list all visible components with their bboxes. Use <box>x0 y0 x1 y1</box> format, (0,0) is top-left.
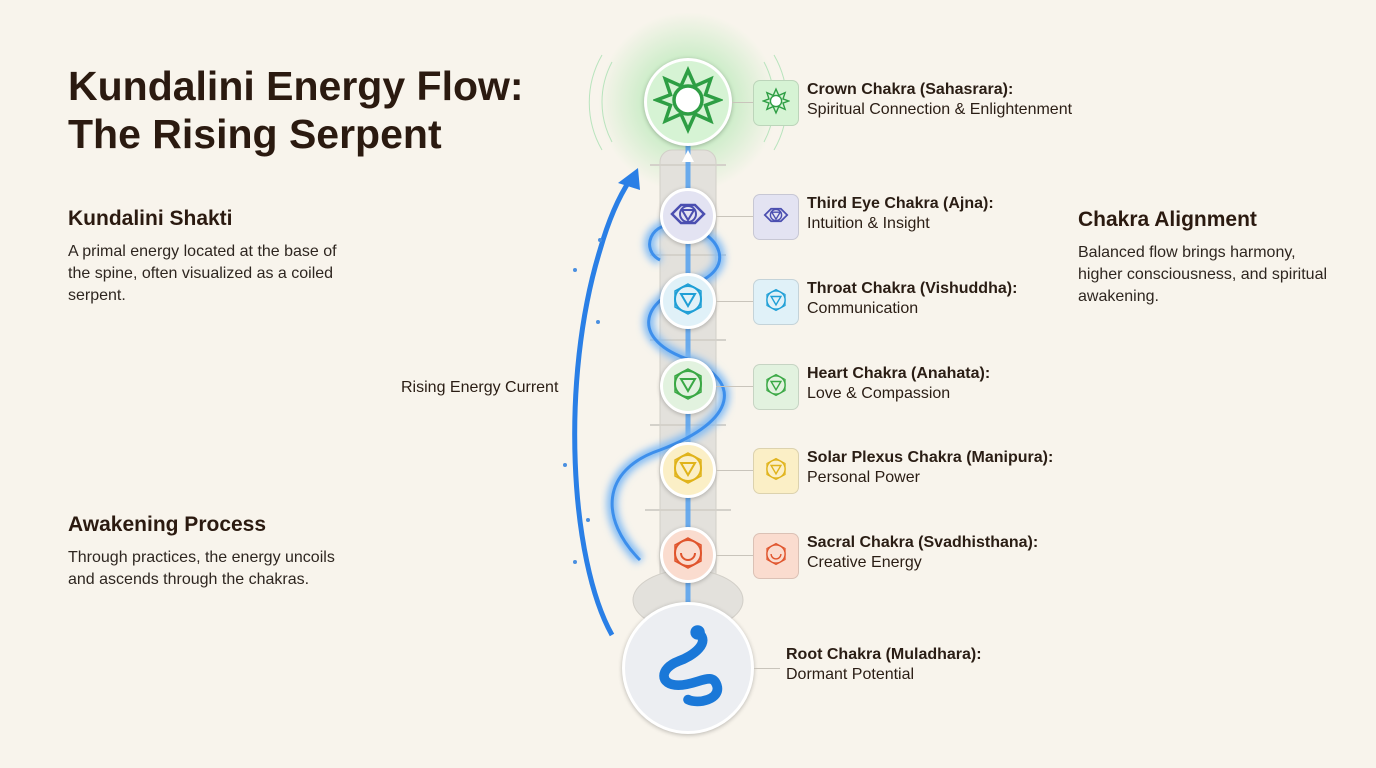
chakra-name: Heart Chakra (Anahata): <box>807 365 991 382</box>
chakra-label: Sacral Chakra (Svadhisthana): Creative En… <box>807 533 1038 573</box>
heart-chakra-icon <box>762 371 790 404</box>
sacral-icon <box>762 540 790 573</box>
page-title: Kundalini Energy Flow:The Rising Serpent <box>68 62 524 158</box>
connector-line <box>716 301 753 302</box>
chakra-label: Crown Chakra (Sahasrara): Spiritual Conne… <box>807 80 1072 120</box>
throat-icon <box>762 286 790 319</box>
chakra-description: Spiritual Connection & Enlightenment <box>807 101 1073 118</box>
chakra-name: Root Chakra (Muladhara): <box>786 646 982 663</box>
chakra-badge <box>753 364 799 410</box>
section-body: Balanced flow brings harmony, higher con… <box>1078 244 1328 305</box>
lotus-icon <box>761 86 791 120</box>
heart-chakra-icon <box>668 364 708 409</box>
rising-current-arrow <box>572 178 633 637</box>
third-eye-icon <box>762 201 790 234</box>
chakra-badge <box>753 448 799 494</box>
chakra-label: Solar Plexus Chakra (Manipura): Personal … <box>807 448 1053 488</box>
chakra-node-1 <box>660 188 716 244</box>
crown-arrowhead-icon <box>682 150 694 162</box>
title-line-2: The Rising Serpent <box>68 111 442 157</box>
chakra-name: Solar Plexus Chakra (Manipura): <box>807 449 1054 466</box>
section-awakening-process: Awakening Process Through practices, the… <box>68 513 338 591</box>
section-kundalini-shakti: Kundalini Shakti A primal energy located… <box>68 207 338 307</box>
chakra-node-2 <box>660 273 716 329</box>
arrowhead-icon <box>618 168 640 190</box>
connector-line <box>732 102 753 103</box>
chakra-label: Heart Chakra (Anahata): Love & Compassion <box>807 364 990 404</box>
chakra-badge <box>753 533 799 579</box>
chakra-node-4 <box>660 442 716 498</box>
connector-line <box>754 668 780 669</box>
section-body: A primal energy located at the base of t… <box>68 243 337 304</box>
title-line-1: Kundalini Energy Flow: <box>68 63 524 109</box>
third-eye-icon <box>668 194 708 239</box>
chakra-description: Intuition & Insight <box>807 215 930 232</box>
solar-plexus-icon <box>668 448 708 493</box>
chakra-label: Throat Chakra (Vishuddha): Communication <box>807 279 1017 319</box>
connector-line <box>716 386 753 387</box>
chakra-description: Creative Energy <box>807 554 922 571</box>
section-title: Chakra Alignment <box>1078 208 1257 231</box>
rising-energy-label: Rising Energy Current <box>401 379 559 396</box>
chakra-description: Dormant Potential <box>786 666 915 683</box>
chakra-description: Communication <box>807 300 919 317</box>
chakra-node-0 <box>644 58 732 146</box>
chakra-badge <box>753 279 799 325</box>
connector-line <box>716 216 753 217</box>
chakra-name: Third Eye Chakra (Ajna): <box>807 195 994 212</box>
energy-particles <box>563 238 602 564</box>
serpent-icon <box>640 618 736 719</box>
section-chakra-alignment: Chakra Alignment Balanced flow brings ha… <box>1078 208 1338 308</box>
chakra-badge <box>753 194 799 240</box>
chakra-name: Throat Chakra (Vishuddha): <box>807 280 1018 297</box>
lotus-icon <box>651 65 725 140</box>
chakra-name: Sacral Chakra (Svadhisthana): <box>807 534 1039 551</box>
section-title: Awakening Process <box>68 513 267 536</box>
connector-line <box>716 555 753 556</box>
chakra-description: Love & Compassion <box>807 385 951 402</box>
section-body: Through practices, the energy uncoils an… <box>68 549 335 588</box>
chakra-label: Third Eye Chakra (Ajna): Intuition & Insi… <box>807 194 994 234</box>
chakra-description: Personal Power <box>807 469 920 486</box>
chakra-badge <box>753 80 799 126</box>
chakra-name: Crown Chakra (Sahasrara): <box>807 81 1014 98</box>
chakra-node-3 <box>660 358 716 414</box>
throat-icon <box>668 279 708 324</box>
sacral-icon <box>668 533 708 578</box>
chakra-node-6 <box>622 602 754 734</box>
solar-plexus-icon <box>762 455 790 488</box>
chakra-label: Root Chakra (Muladhara): Dormant Potentia… <box>786 645 982 685</box>
section-title: Kundalini Shakti <box>68 207 233 230</box>
connector-line <box>716 470 753 471</box>
chakra-node-5 <box>660 527 716 583</box>
